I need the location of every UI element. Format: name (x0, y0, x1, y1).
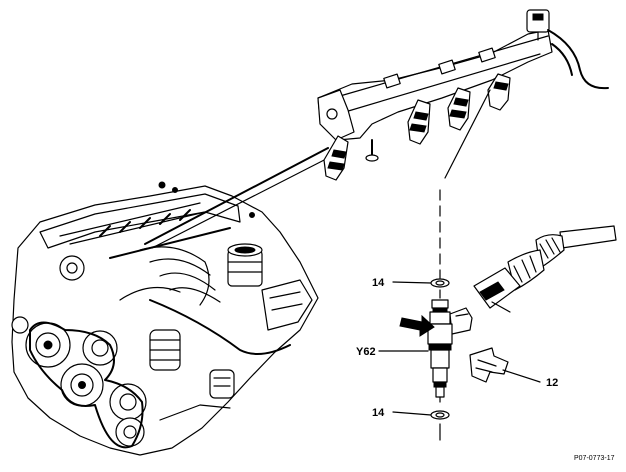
injector-y62 (399, 289, 473, 403)
fuel-rail-assembly (317, 9, 609, 181)
figure-code: P07-0773-17 (574, 455, 615, 462)
callout-leaders (378, 281, 541, 416)
engine-assembly (11, 181, 319, 456)
callout-label-clip: 12 (546, 377, 558, 389)
callout-label-washer-bottom: 14 (372, 407, 385, 419)
rail-to-injector-leader (444, 89, 491, 179)
engine-to-rail-leader (144, 147, 329, 245)
pointer-arrow (399, 314, 435, 337)
lower-washer (430, 410, 450, 441)
callout-label-washer-top: 14 (372, 277, 385, 289)
retaining-clip (469, 347, 509, 383)
upper-washer (430, 278, 450, 288)
wiring-harness (473, 225, 617, 313)
callout-label-injector: Y62 (356, 346, 376, 358)
